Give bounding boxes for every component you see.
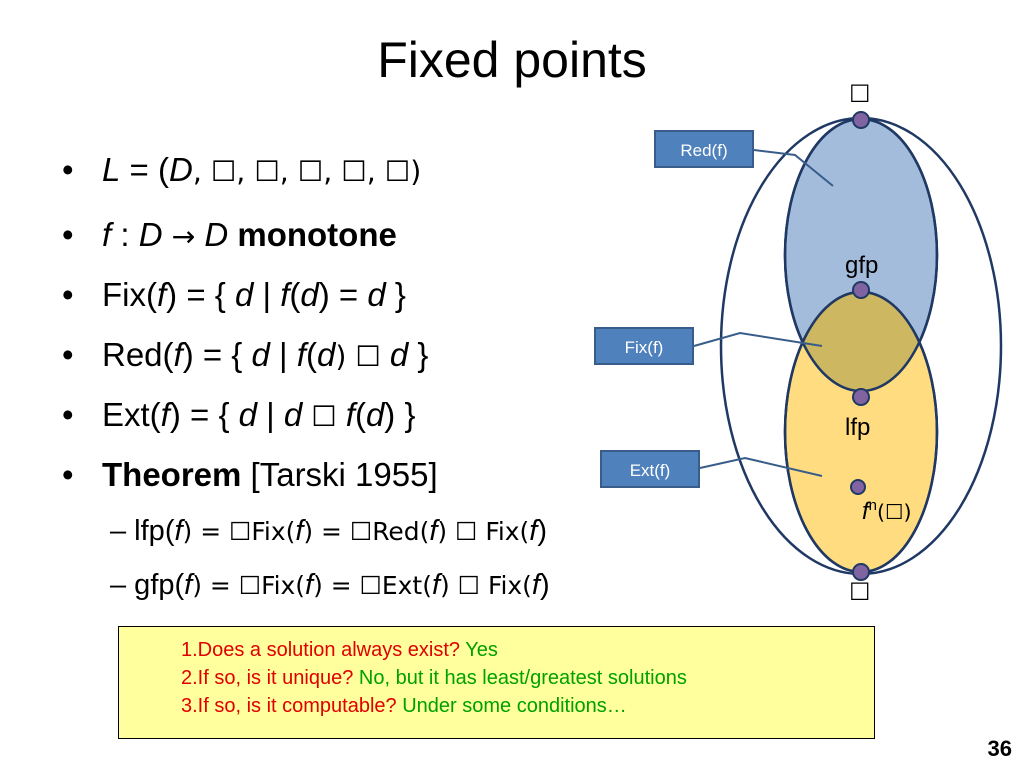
bullet-text: Theorem [Tarski 1955]: [102, 456, 438, 493]
callout-fix: Fix(f): [594, 327, 694, 365]
bullet-dot: •: [62, 276, 74, 313]
questions-box: 1.Does a solution always exist? Yes 2.If…: [118, 626, 875, 739]
lfp-point: [852, 388, 870, 406]
gfp-point: [852, 281, 870, 299]
bullet-text: Red(f) = { d | f(d) ☐ d }: [102, 336, 429, 373]
fix-callout-line: [693, 331, 823, 347]
bullet-dot: •: [62, 456, 74, 493]
bullet-dot: •: [62, 216, 74, 253]
page-number: 36: [987, 736, 1012, 761]
question-1: 1.Does a solution always exist? Yes: [181, 639, 498, 661]
sub-bullet-gfp: – gfp(f) = ☐Fix(f) = ☐Ext(f) ☐ Fix(f): [110, 569, 550, 601]
top-point: [852, 111, 870, 129]
bullet-dot: •: [62, 336, 74, 373]
lfp-label: lfp: [845, 414, 871, 441]
bullet-text: Ext(f) = { d | d ☐ f(d) }: [102, 396, 416, 433]
bullet-text: L = (D, ☐, ☐, ☐, ☐, ☐): [102, 151, 422, 188]
top-symbol: ☐: [849, 80, 871, 108]
ext-callout-line: [699, 456, 823, 477]
gfp-label: gfp: [845, 252, 879, 279]
fix-set-overlap: [785, 292, 937, 391]
sub-bullet-lfp: – lfp(f) = ☐Fix(f) = ☐Red(f) ☐ Fix(f): [110, 515, 548, 547]
red-callout-line: [753, 149, 834, 187]
callout-red: Red(f): [654, 130, 754, 168]
fn-point: [850, 479, 866, 495]
bottom-symbol: ☐: [849, 578, 871, 606]
question-3: 3.If so, is it computable? Under some co…: [181, 695, 627, 717]
bottom-point: [852, 563, 870, 581]
fn-label: fn(☐): [862, 497, 912, 525]
bullet-dot: •: [62, 396, 74, 433]
bullet-dot: •: [62, 151, 74, 188]
callout-ext: Ext(f): [600, 450, 700, 488]
question-2: 2.If so, is it unique? No, but it has le…: [181, 667, 687, 689]
bullet-text: Fix(f) = { d | f(d) = d }: [102, 276, 406, 313]
bullet-text: f : D → D monotone: [102, 216, 397, 253]
slide-title: Fixed points: [377, 32, 647, 88]
